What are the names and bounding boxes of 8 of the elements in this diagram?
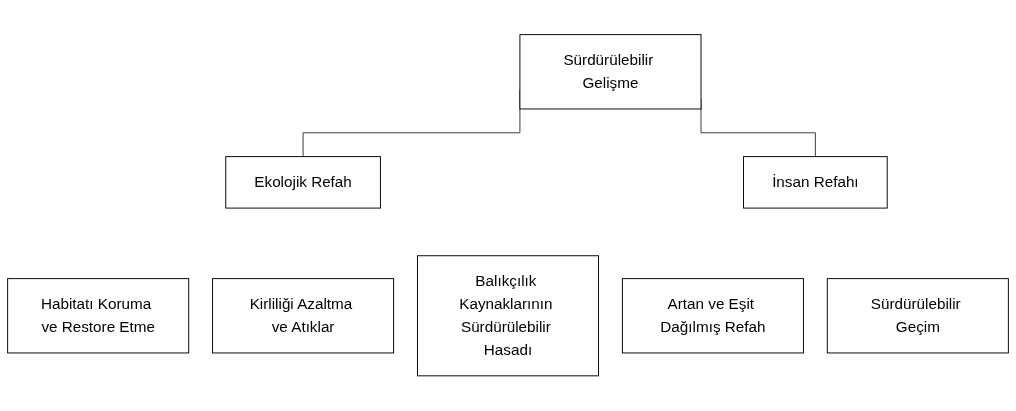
node-box: Sürdürülebilir Gelişme — [519, 34, 702, 110]
node-box: İnsan Refahı — [743, 156, 888, 209]
node-box: Ekolojik Refah — [225, 156, 381, 209]
node-box: Balıkçılık Kaynaklarının Sürdürülebilir Hasadı — [417, 255, 599, 377]
node-box: Artan ve Eşit Dağılmış Refah — [621, 278, 804, 354]
node-box: Habitatı Koruma ve Restore Etme — [7, 278, 190, 354]
node-box: Sürdürülebilir Geçim — [826, 278, 1009, 354]
node-box: Kirliliği Azaltma ve Atıklar — [212, 278, 395, 354]
